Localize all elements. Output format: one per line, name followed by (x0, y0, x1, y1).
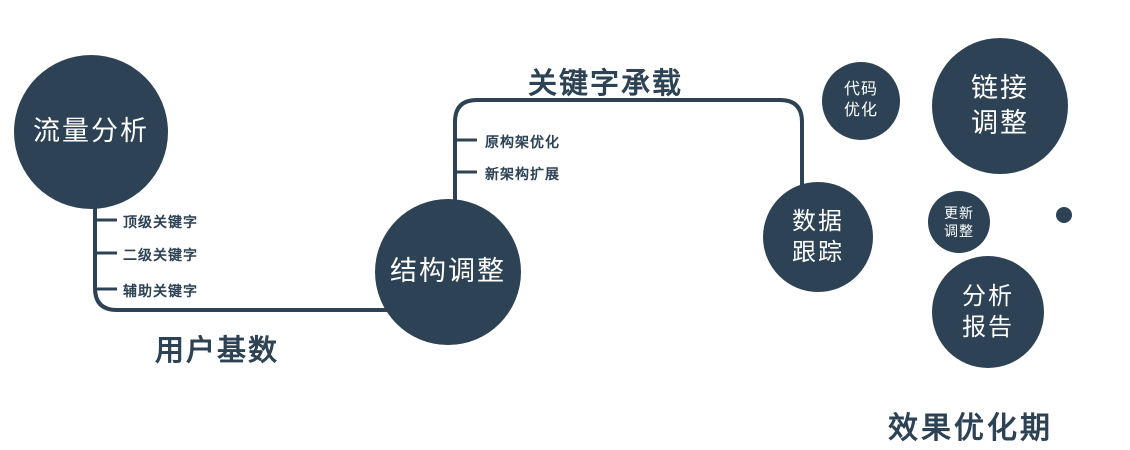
tick-label-new-framework: 新架构扩展 (485, 166, 560, 182)
node-structure-adjust: 结构调整 (375, 199, 521, 345)
tick-label-original-framework: 原构架优化 (485, 134, 560, 150)
node-data-tracking-label: 数据 跟踪 (792, 207, 844, 266)
node-update-adjustment: 更新 调整 (928, 191, 990, 253)
node-analysis-report-label: 分析 报告 (962, 282, 1014, 341)
tick-label-top-keywords: 顶级关键字 (123, 214, 198, 230)
node-structure-adjust-label: 结构调整 (390, 256, 506, 287)
node-data-tracking: 数据 跟踪 (763, 182, 873, 292)
node-link-adjustment-label: 链接 调整 (971, 72, 1029, 138)
edge-label-user-base: 用户基数 (155, 335, 280, 367)
node-traffic-analysis: 流量分析 (14, 55, 168, 209)
connector-path-structure-to-datatracking (453, 98, 804, 208)
node-code-optimization: 代码 优化 (822, 62, 900, 140)
node-update-adjustment-label: 更新 调整 (944, 204, 974, 239)
tick-label-secondary-keywords: 二级关键字 (123, 247, 198, 263)
bullet-dot (1056, 207, 1072, 223)
caption-effect-optimization-period: 效果优化期 (888, 412, 1053, 445)
node-code-optimization-label: 代码 优化 (843, 81, 878, 119)
edge-label-keyword-carrying: 关键字承载 (528, 68, 684, 100)
node-analysis-report: 分析 报告 (932, 256, 1044, 368)
node-link-adjustment: 链接 调整 (932, 38, 1068, 174)
tick-label-auxiliary-keywords: 辅助关键字 (123, 283, 198, 299)
node-traffic-analysis-label: 流量分析 (33, 116, 149, 147)
